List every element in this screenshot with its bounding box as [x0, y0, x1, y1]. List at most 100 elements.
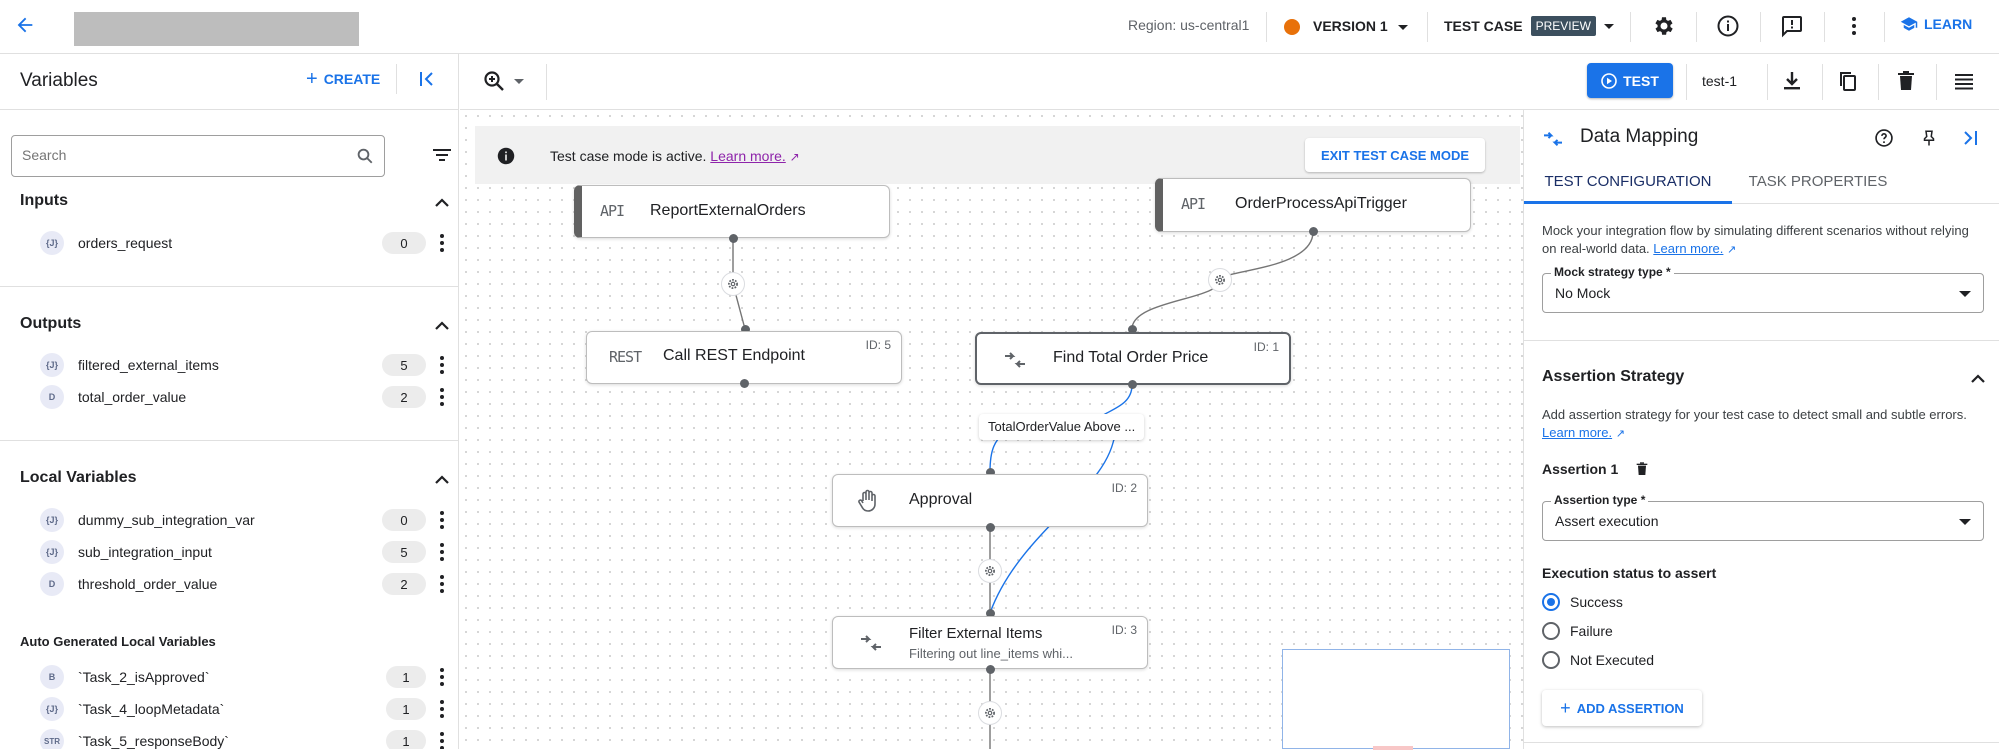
- variable-row[interactable]: B `Task_2_isApproved` 1: [40, 663, 450, 691]
- test-button[interactable]: TEST: [1587, 63, 1673, 98]
- search-icon: [357, 148, 373, 164]
- usage-count-badge: 5: [382, 354, 426, 376]
- version-selector[interactable]: VERSION 1: [1313, 18, 1408, 34]
- data-mapping-node-find-total[interactable]: Find Total Order Price ID: 1: [975, 332, 1291, 385]
- collapse-panel-icon[interactable]: [418, 70, 436, 91]
- approval-task-node[interactable]: Approval ID: 2: [832, 474, 1148, 527]
- assertion-1-label: Assertion 1: [1542, 461, 1619, 477]
- radio-failure[interactable]: Failure: [1542, 622, 1613, 640]
- variable-row[interactable]: {J} orders_request 0: [40, 229, 450, 257]
- variable-search-field[interactable]: [11, 135, 385, 177]
- usage-count-badge: 1: [386, 730, 426, 749]
- radio-success-label: Success: [1570, 594, 1623, 610]
- chevron-up-icon[interactable]: [434, 196, 450, 208]
- edge-settings-gear-icon[interactable]: [978, 701, 1002, 725]
- variable-row[interactable]: {J} dummy_sub_integration_var 0: [40, 506, 450, 534]
- more-vert-icon[interactable]: [434, 732, 450, 749]
- create-variable-button[interactable]: + CREATE: [306, 69, 380, 89]
- learn-button[interactable]: LEARN: [1900, 16, 1972, 32]
- back-arrow-icon[interactable]: [14, 14, 36, 39]
- test-case-selector[interactable]: TEST CASE PREVIEW: [1444, 16, 1614, 36]
- download-icon[interactable]: [1780, 69, 1804, 96]
- exit-test-case-mode-button[interactable]: EXIT TEST CASE MODE: [1305, 138, 1485, 172]
- zoom-menu[interactable]: [482, 69, 524, 93]
- data-mapping-icon: [1544, 131, 1562, 147]
- more-vert-icon[interactable]: [434, 700, 450, 718]
- more-vert-icon[interactable]: [434, 388, 450, 406]
- help-icon[interactable]: [1874, 128, 1894, 148]
- search-input[interactable]: [22, 147, 322, 163]
- edge-settings-gear-icon[interactable]: [721, 272, 745, 296]
- data-mapping-node-filter[interactable]: Filter External Items Filtering out line…: [832, 616, 1148, 669]
- more-vert-icon[interactable]: [434, 511, 450, 529]
- more-vert-icon[interactable]: [434, 356, 450, 374]
- edge-settings-gear-icon[interactable]: [1208, 268, 1232, 292]
- integration-name-redacted: [74, 12, 359, 46]
- node-label: Call REST Endpoint: [663, 347, 805, 364]
- radio-success[interactable]: Success: [1542, 593, 1623, 611]
- assertion-type-select[interactable]: Assertion type * Assert execution: [1542, 493, 1984, 541]
- copy-icon[interactable]: [1836, 69, 1860, 96]
- close-panel-icon[interactable]: [1961, 128, 1979, 148]
- variable-row[interactable]: {J} filtered_external_items 5: [40, 351, 450, 379]
- banner-learn-more-link[interactable]: Learn more.: [710, 148, 786, 164]
- node-label: ReportExternalOrders: [650, 202, 806, 219]
- assertion-learn-more-link[interactable]: Learn more.: [1542, 425, 1613, 440]
- settings-gear-icon[interactable]: [1648, 10, 1680, 42]
- add-assertion-button[interactable]: + ADD ASSERTION: [1542, 690, 1702, 726]
- more-vert-icon[interactable]: [434, 234, 450, 252]
- rest-task-node[interactable]: REST Call REST Endpoint ID: 5: [586, 331, 902, 384]
- radio-selected-icon: [1542, 593, 1560, 611]
- variable-row[interactable]: D threshold_order_value 2: [40, 570, 450, 598]
- filter-sort-icon[interactable]: [433, 147, 451, 166]
- dropdown-arrow-icon: [1959, 291, 1971, 297]
- node-id: ID: 3: [1111, 623, 1137, 637]
- mock-learn-more-link[interactable]: Learn more.: [1653, 241, 1724, 256]
- panel-tabs: TEST CONFIGURATION TASK PROPERTIES: [1524, 162, 1999, 204]
- mock-strategy-select[interactable]: Mock strategy type * No Mock: [1542, 265, 1984, 313]
- usage-count-badge: 2: [382, 386, 426, 408]
- boolean-type-badge: B: [40, 665, 64, 689]
- execution-status-label: Execution status to assert: [1542, 565, 1717, 581]
- chevron-up-icon[interactable]: [434, 473, 450, 485]
- variable-row[interactable]: D total_order_value 2: [40, 383, 450, 411]
- usage-count-badge: 1: [386, 698, 426, 720]
- api-trigger-node-report[interactable]: API ReportExternalOrders: [574, 185, 890, 238]
- chevron-up-icon[interactable]: [1970, 372, 1986, 384]
- feedback-icon[interactable]: [1776, 10, 1808, 42]
- variables-panel: Variables + CREATE Inputs {J} orders_req…: [0, 54, 459, 749]
- assertion-description-text: Add assertion strategy for your test cas…: [1542, 407, 1967, 422]
- mock-description-text: Mock your integration flow by simulating…: [1542, 223, 1969, 256]
- chevron-up-icon[interactable]: [434, 319, 450, 331]
- test-case-name: test-1: [1702, 73, 1738, 89]
- more-vert-icon[interactable]: [434, 575, 450, 593]
- more-vert-icon[interactable]: [434, 543, 450, 561]
- more-vert-icon[interactable]: [434, 668, 450, 686]
- tab-test-configuration[interactable]: TEST CONFIGURATION: [1524, 162, 1732, 204]
- variable-name: `Task_5_responseBody`: [78, 733, 229, 749]
- zoom-in-icon: [484, 71, 504, 91]
- variable-name: filtered_external_items: [78, 357, 219, 373]
- delete-icon[interactable]: [1894, 69, 1918, 96]
- dropdown-arrow-icon: [514, 78, 524, 84]
- api-trigger-node-order-process[interactable]: API OrderProcessApiTrigger: [1155, 178, 1471, 232]
- more-vert-icon[interactable]: [1838, 10, 1870, 42]
- usage-count-badge: 0: [382, 509, 426, 531]
- variable-row[interactable]: STR `Task_5_responseBody` 1: [40, 727, 450, 749]
- open-external-icon: ↗: [1727, 244, 1737, 256]
- canvas-minimap[interactable]: [1282, 649, 1510, 750]
- delete-icon[interactable]: [1634, 460, 1650, 478]
- edge-condition-label[interactable]: TotalOrderValue Above ...: [979, 414, 1145, 440]
- edge-settings-gear-icon[interactable]: [978, 559, 1002, 583]
- radio-not-executed[interactable]: Not Executed: [1542, 651, 1654, 669]
- pin-icon[interactable]: [1920, 128, 1938, 148]
- variable-row[interactable]: {J} sub_integration_input 5: [40, 538, 450, 566]
- info-icon[interactable]: [1712, 10, 1744, 42]
- dropdown-arrow-icon: [1603, 23, 1614, 29]
- variable-name: `Task_2_isApproved`: [78, 669, 210, 685]
- json-type-badge: {J}: [40, 508, 64, 532]
- variable-row[interactable]: {J} `Task_4_loopMetadata` 1: [40, 695, 450, 723]
- tab-task-properties[interactable]: TASK PROPERTIES: [1748, 173, 1888, 190]
- integration-canvas[interactable]: Test case mode is active. Learn more. ↗ …: [460, 110, 1523, 750]
- list-view-icon[interactable]: [1952, 69, 1976, 96]
